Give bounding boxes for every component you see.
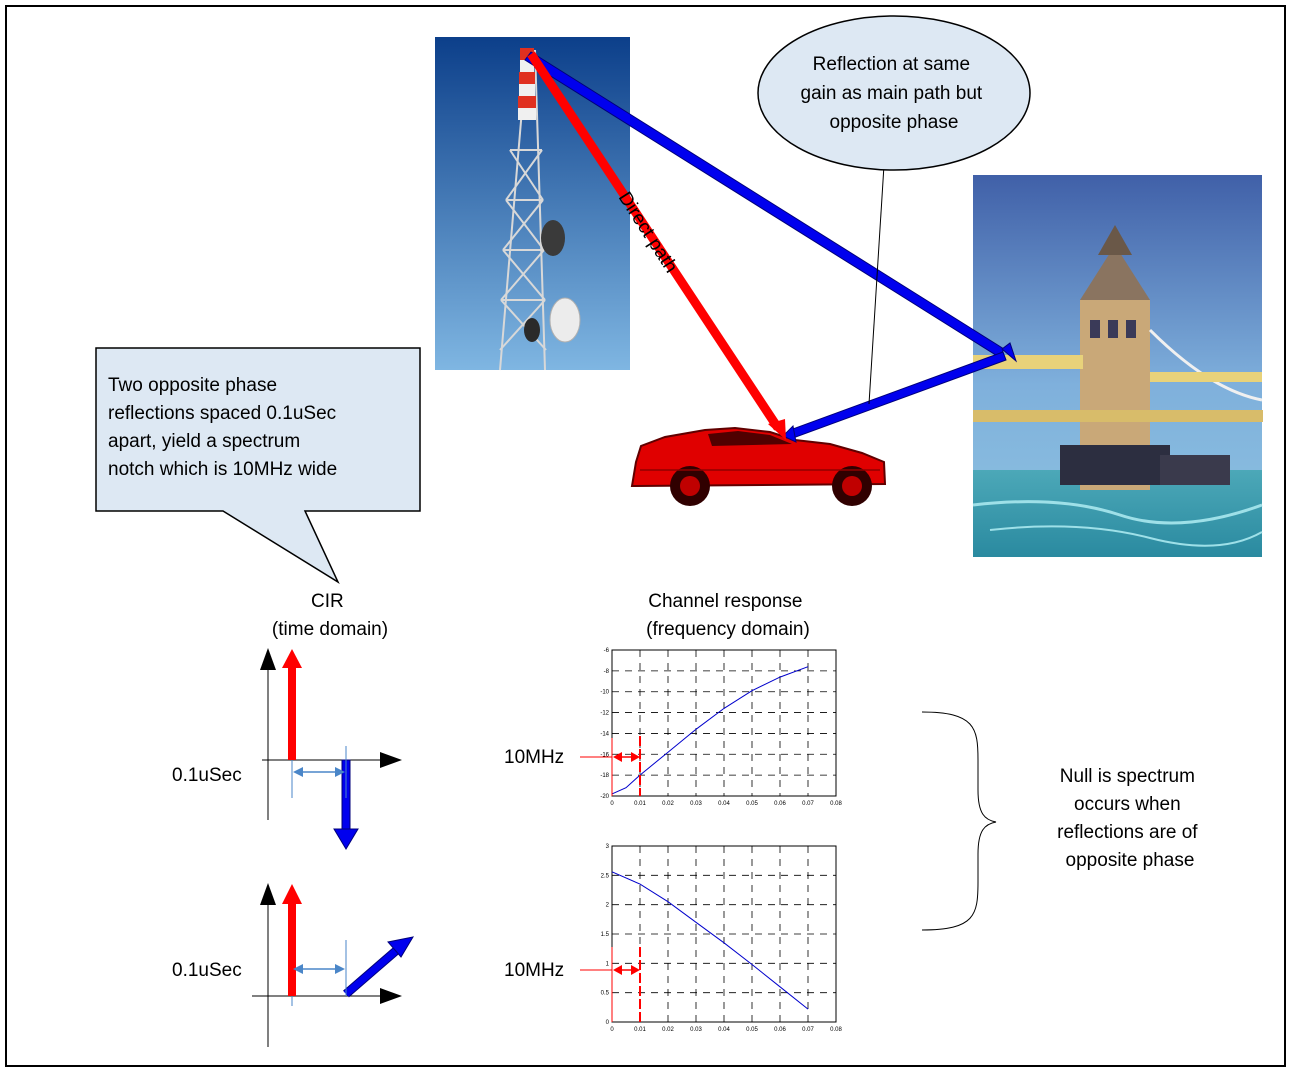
notch-callout-line-3: apart, yield a spectrum xyxy=(108,431,300,452)
reflection-callout: Reflection at same gain as main path but… xyxy=(757,15,1031,405)
y-tick-label: 3 xyxy=(606,844,610,850)
channel-title-line-1: Channel response xyxy=(648,591,802,612)
x-tick-label: 0.03 xyxy=(690,1027,702,1033)
x-tick-label: 0.07 xyxy=(802,801,814,807)
series-line xyxy=(611,871,809,1010)
channel-response-chart-1: 0 0.01 0.02 0.03 0.04 0.05 0.06 0.07 0.08 -6 -8 -10… xyxy=(600,648,842,807)
null-note-line-4: opposite phase xyxy=(1066,850,1195,871)
null-note-line-2: occurs when xyxy=(1074,794,1181,815)
y-tick-label: -16 xyxy=(600,752,609,758)
cir-title-line-2: (time domain) xyxy=(272,619,388,640)
y-tick-label: 2 xyxy=(606,903,610,909)
plot-area xyxy=(611,649,837,797)
x-tick-label: 0.05 xyxy=(746,801,758,807)
cir-spacing-label-2: 0.1uSec xyxy=(172,960,242,981)
cir-spacing-label-1: 0.1uSec xyxy=(172,765,242,786)
x-tick-label: 0.02 xyxy=(662,801,674,807)
null-note-line-1: Null is spectrum xyxy=(1060,766,1195,787)
reflection-callout-line-1: Reflection at same xyxy=(813,54,970,75)
reflection-callout-line-3: opposite phase xyxy=(830,112,959,133)
y-tick-label: -14 xyxy=(600,731,609,737)
svg-text:Null is spectrum occurs wh: Null is spectrum occurs when reflections… xyxy=(1057,766,1203,871)
notch-callout-line-1: Two opposite phase xyxy=(108,375,277,396)
right-brace xyxy=(921,711,997,931)
direct-path-arrow xyxy=(527,51,786,440)
svg-text:Two opposite phase refle: Two opposite phase reflections spaced 0.… xyxy=(108,375,341,480)
y-tick-label: 1 xyxy=(606,961,610,967)
notch-callout-line-2: reflections spaced 0.1uSec xyxy=(108,403,336,424)
x-tick-label: 0.04 xyxy=(718,1027,730,1033)
y-tick-label: -8 xyxy=(604,669,610,675)
notch-marker-1: 10MHz xyxy=(504,736,641,796)
x-tick-label: 0.06 xyxy=(774,801,786,807)
x-tick-label: 0.03 xyxy=(690,801,702,807)
x-tick-label: 0.06 xyxy=(774,1027,786,1033)
red-car-image xyxy=(630,426,887,506)
y-tick-label: 1.5 xyxy=(601,932,610,938)
reflection-callout-line-2: gain as main path but xyxy=(801,83,983,104)
y-tick-label: 2.5 xyxy=(601,873,610,879)
x-tick-label: 0.01 xyxy=(634,801,646,807)
y-tick-label: 0.5 xyxy=(601,991,610,997)
notch-label-2: 10MHz xyxy=(504,960,564,981)
tower-bridge-image xyxy=(972,175,1263,557)
notch-marker-2: 10MHz xyxy=(504,947,641,1022)
reflected-path xyxy=(524,51,1018,443)
y-tick-label: -6 xyxy=(604,648,610,654)
x-tick-label: 0 xyxy=(610,1027,614,1033)
notch-callout-line-4: notch which is 10MHz wide xyxy=(108,459,337,480)
null-note-line-3: reflections are of xyxy=(1057,822,1198,843)
notch-callout: Two opposite phase reflections spaced 0.… xyxy=(95,347,421,584)
y-tick-label: -18 xyxy=(600,773,609,779)
x-tick-label: 0.02 xyxy=(662,1027,674,1033)
x-tick-label: 0.04 xyxy=(718,801,730,807)
notch-label-1: 10MHz xyxy=(504,747,564,768)
x-tick-label: 0.08 xyxy=(830,801,842,807)
y-tick-label: 0 xyxy=(606,1020,610,1026)
cir-title-line-1: CIR xyxy=(311,591,344,612)
y-tick-label: -12 xyxy=(600,711,609,717)
x-tick-label: 0 xyxy=(610,801,614,807)
channel-title-line-2: (frequency domain) xyxy=(646,619,810,640)
tower-image xyxy=(435,37,630,371)
svg-text:Reflection at same gain: Reflection at same gain as main path but… xyxy=(801,54,988,133)
cir-diagram-opposite-phase: 0.1uSec xyxy=(172,648,402,850)
x-tick-label: 0.05 xyxy=(746,1027,758,1033)
x-tick-label: 0.07 xyxy=(802,1027,814,1033)
series-line xyxy=(611,666,809,795)
x-tick-label: 0.01 xyxy=(634,1027,646,1033)
y-tick-label: -20 xyxy=(600,794,609,800)
y-tick-label: -10 xyxy=(600,690,609,696)
svg-text:Channel response (frequenc: Channel response (frequency domain) xyxy=(646,591,810,640)
cir-diagram-rotated-phase: 0.1uSec xyxy=(172,883,415,1047)
channel-response-chart-2: 0 0.01 0.02 0.03 0.04 0.05 0.06 0.07 0.08 3 2.5 2 1.… xyxy=(601,844,843,1033)
x-tick-label: 0.08 xyxy=(830,1027,842,1033)
svg-text:CIR (time domain): CIR (time domain) xyxy=(272,591,388,640)
